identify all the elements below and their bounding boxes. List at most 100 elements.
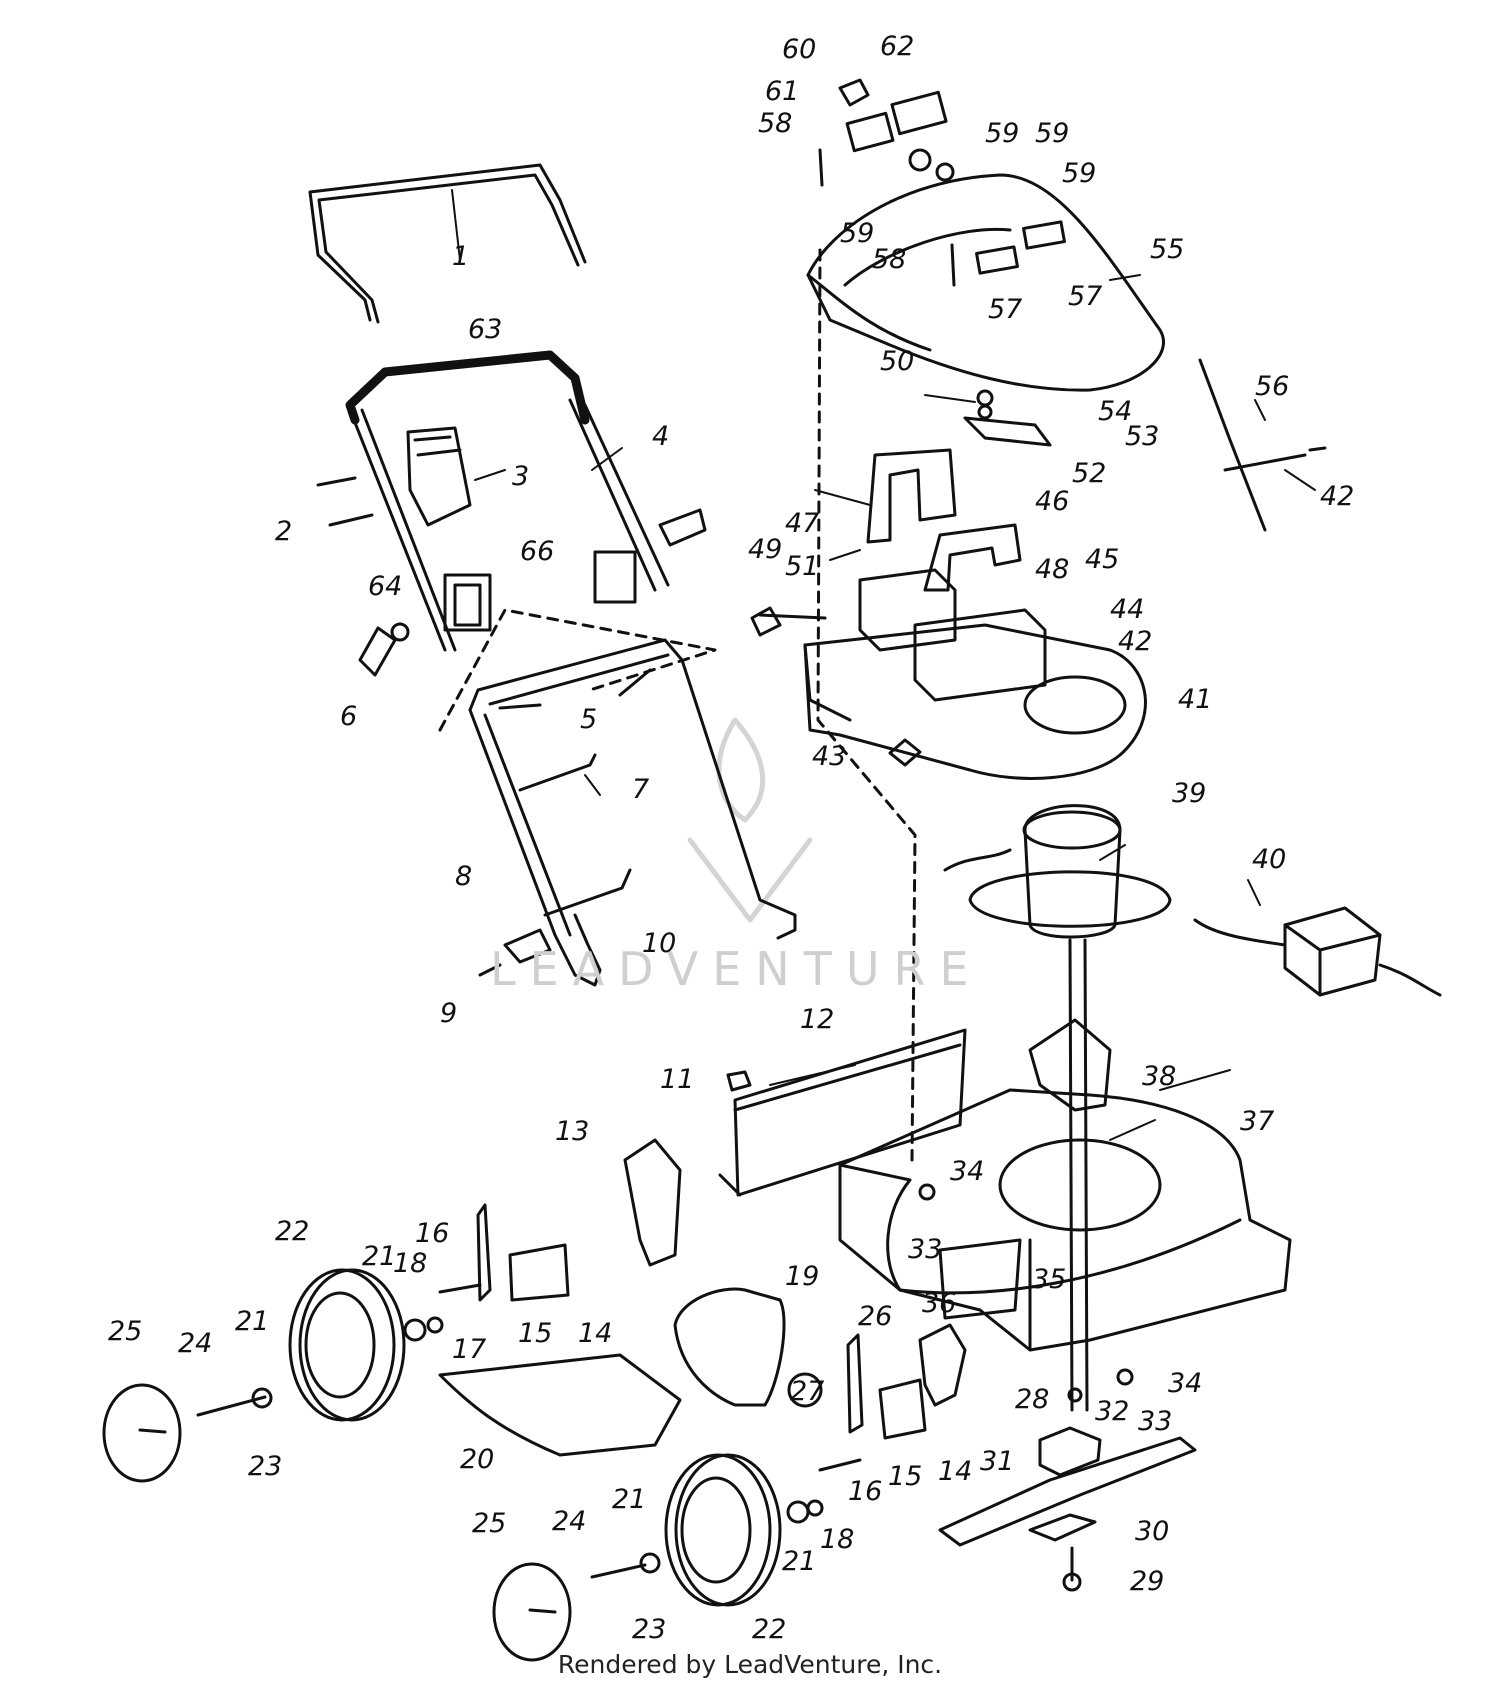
battery-bracket: [866, 448, 957, 544]
callout-52: 52: [1072, 458, 1106, 489]
rear-flap: [733, 1028, 967, 1197]
handle-clamp: [443, 573, 492, 632]
callout-23: 23: [632, 1614, 666, 1645]
callout-9: 9: [440, 998, 457, 1029]
rear-shield: [438, 1353, 682, 1457]
footer-credit: Rendered by LeadVenture, Inc.: [557, 1650, 943, 1679]
callout-64: 64: [368, 571, 402, 602]
callout-10: 10: [642, 928, 676, 959]
callout-14: 14: [578, 1318, 612, 1349]
callout-43: 43: [812, 741, 846, 772]
callout-27: 27: [790, 1376, 824, 1407]
callout-62: 62: [880, 31, 914, 62]
callout-59: 59: [1035, 118, 1069, 149]
callout-1: 1: [452, 241, 469, 272]
hub-cap: [102, 1383, 182, 1483]
callout-44: 44: [1110, 594, 1144, 625]
watermark-logo: [687, 717, 813, 923]
callout-33: 33: [1138, 1406, 1172, 1437]
callout-40: 40: [1252, 844, 1286, 875]
rear-axle-bracket: [623, 1138, 682, 1267]
callout-33: 33: [908, 1234, 942, 1265]
callout-28: 28: [1015, 1384, 1049, 1415]
callout-55: 55: [1150, 234, 1184, 265]
callout-47: 47: [785, 508, 819, 539]
wing-knob: [358, 626, 397, 677]
callout-21: 21: [362, 1241, 396, 1272]
callout-15: 15: [518, 1318, 552, 1349]
callout-labels: 1 2 3 4 5 6 7 8 9 10 11 12 13 14 14 15 1…: [108, 31, 1354, 1645]
handle-grip: [345, 350, 590, 425]
callout-34: 34: [950, 1156, 984, 1187]
callout-42: 42: [1320, 481, 1354, 512]
callout-50: 50: [880, 346, 914, 377]
callout-35: 35: [1032, 1264, 1066, 1295]
callout-15: 15: [888, 1461, 922, 1492]
bag-strap: [1198, 358, 1327, 532]
callout-4: 4: [652, 421, 669, 452]
callout-34: 34: [1168, 1368, 1202, 1399]
height-adjust-plate: [508, 1243, 570, 1302]
callout-17: 17: [452, 1334, 486, 1365]
blade-adapter: [1038, 1426, 1102, 1477]
callout-3: 3: [512, 461, 529, 492]
callout-37: 37: [1240, 1106, 1274, 1137]
callout-29: 29: [1130, 1566, 1164, 1597]
watermark-text: LEADVENTURE: [490, 942, 983, 996]
callout-54: 54: [1098, 396, 1132, 427]
callout-24: 24: [178, 1328, 212, 1359]
callout-22: 22: [752, 1614, 786, 1645]
callout-16: 16: [848, 1476, 882, 1507]
callout-41: 41: [1178, 684, 1212, 715]
cutting-blade: [938, 1436, 1197, 1547]
callout-5: 5: [580, 704, 597, 735]
switch-box: [406, 426, 472, 527]
callout-31: 31: [980, 1446, 1014, 1477]
discharge-chute: [673, 1287, 786, 1407]
callout-38: 38: [1142, 1061, 1176, 1092]
cord-plug: [478, 928, 552, 977]
callout-39: 39: [1172, 778, 1206, 809]
blade-washer: [1028, 1513, 1097, 1542]
callout-42: 42: [1118, 626, 1152, 657]
front-axle-bracket: [918, 1323, 967, 1407]
callout-26: 26: [858, 1301, 892, 1332]
callout-11: 11: [660, 1064, 694, 1095]
callout-59: 59: [985, 118, 1019, 149]
battery: [858, 568, 957, 652]
callout-23: 23: [248, 1451, 282, 1482]
lower-handle: [468, 638, 797, 940]
callout-7: 7: [632, 774, 649, 805]
callout-18: 18: [393, 1248, 427, 1279]
callout-13: 13: [555, 1116, 589, 1147]
callout-19: 19: [785, 1261, 819, 1292]
callout-46: 46: [1035, 486, 1069, 517]
battery-tray: [803, 623, 1147, 780]
callout-61: 61: [765, 76, 799, 107]
callout-16: 16: [415, 1218, 449, 1249]
callout-59: 59: [1062, 158, 1096, 189]
callout-circle-27: [787, 1372, 823, 1408]
callout-60: 60: [782, 34, 816, 65]
handle-rail: [568, 398, 670, 592]
battery-charger: [1283, 906, 1382, 997]
callout-24: 24: [552, 1506, 586, 1537]
terminal-plate: [963, 416, 1052, 447]
front-bracket: [1028, 1018, 1112, 1112]
callout-8: 8: [455, 861, 472, 892]
callout-53: 53: [1125, 421, 1159, 452]
callout-32: 32: [1095, 1396, 1129, 1427]
callout-20: 20: [460, 1444, 494, 1475]
callout-36: 36: [922, 1288, 956, 1319]
switch-key: [838, 78, 870, 107]
callout-58: 58: [758, 108, 792, 139]
callout-12: 12: [800, 1004, 834, 1035]
callout-14: 14: [938, 1456, 972, 1487]
callout-49: 49: [748, 534, 782, 565]
callout-45: 45: [1085, 544, 1119, 575]
callout-6: 6: [340, 701, 357, 732]
mower-deck: [838, 1088, 1292, 1352]
callout-21: 21: [782, 1546, 816, 1577]
motor-flange: [968, 870, 1172, 928]
